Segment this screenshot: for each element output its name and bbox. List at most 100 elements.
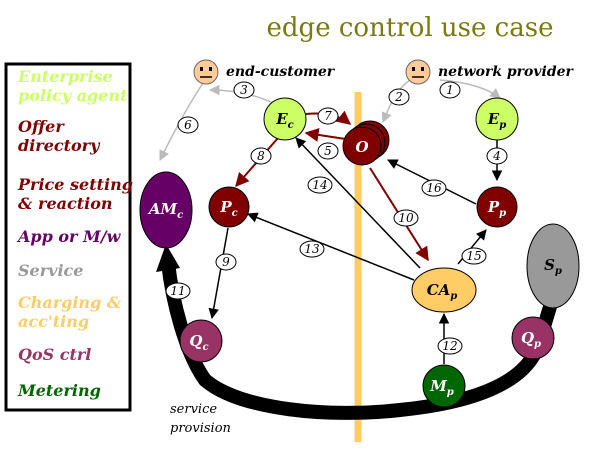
flow-arrow-14 — [295, 137, 421, 269]
node-pp: Pp — [476, 186, 518, 228]
step-badge-label: 15 — [466, 249, 481, 263]
step-badge-label: 11 — [170, 284, 185, 298]
node-ec-sub: c — [288, 120, 294, 131]
step-badge-label: 5 — [324, 144, 332, 158]
svg-text:Sp: Sp — [544, 256, 562, 277]
svg-text:AMc: AMc — [147, 200, 183, 221]
end-customer-label: end-customer — [226, 64, 336, 80]
step-badge-12: 12 — [437, 337, 463, 355]
node-sp-sub: p — [555, 266, 562, 277]
step-badge-label: 4 — [492, 149, 501, 163]
network-provider-face-icon — [405, 59, 431, 85]
node-amc-label: AM — [147, 200, 178, 218]
step-badge-6: 6 — [177, 116, 199, 134]
step-badge-label: 12 — [442, 339, 457, 353]
legend-item-line2: acc'ting — [18, 312, 89, 331]
legend-item-line2: directory — [18, 136, 101, 155]
step-badge-9: 9 — [215, 253, 237, 271]
legend-item-line1: Price setting — [17, 175, 133, 194]
node-qp-label: Q — [521, 329, 534, 347]
node-amc: AMc — [139, 171, 193, 249]
node-mp-label: M — [429, 377, 447, 395]
node-mp: Mp — [422, 364, 466, 408]
step-badge-label: 3 — [240, 83, 248, 97]
legend-item-line1: Charging & — [18, 293, 122, 312]
legend-item-line1: Metering — [17, 381, 101, 400]
flow-arrow-9 — [208, 227, 229, 320]
step-badge-label: 10 — [398, 211, 414, 225]
svg-text:Qp: Qp — [521, 329, 541, 350]
node-o: O — [342, 120, 390, 166]
svg-text:Ec: Ec — [275, 110, 294, 131]
svg-text:Qc: Qc — [189, 332, 208, 353]
node-sp-label: S — [544, 256, 555, 274]
svg-text:CAp: CAp — [427, 281, 458, 302]
step-badge-label: 7 — [324, 109, 332, 123]
step-badge-13: 13 — [299, 240, 325, 258]
step-badge-10: 10 — [393, 209, 419, 227]
step-badge-4: 4 — [486, 147, 508, 165]
node-ep-sub: p — [499, 120, 506, 131]
node-cap: CAp — [411, 267, 477, 313]
node-qc: Qc — [179, 319, 223, 363]
step-badge-label: 1 — [446, 83, 454, 97]
service-provision-arrowhead — [156, 244, 180, 272]
node-ep: Ep — [475, 97, 519, 141]
legend-item-line1: Service — [18, 261, 83, 280]
step-badge-label: 9 — [222, 255, 230, 269]
node-sp: Sp — [526, 223, 580, 309]
step-badge-1: 1 — [439, 81, 461, 99]
service-provision-label-line2: provision — [170, 421, 231, 436]
svg-text:Pc: Pc — [219, 198, 237, 219]
step-badge-8: 8 — [250, 147, 272, 165]
end-customer-face-icon — [193, 59, 219, 85]
svg-text:Mp: Mp — [429, 377, 454, 398]
node-cap-label: CA — [427, 281, 451, 299]
service-provision-label-line1: service — [170, 402, 217, 417]
node-amc-sub: c — [177, 210, 183, 221]
node-qp: Qp — [511, 316, 555, 360]
step-badge-11: 11 — [165, 282, 191, 300]
node-pc-sub: c — [232, 208, 238, 219]
node-pp-sub: p — [499, 208, 506, 219]
flow-arrow-1 — [439, 79, 501, 99]
node-qc-label: Q — [189, 332, 202, 350]
node-ep-label: E — [487, 110, 500, 128]
legend-item-line1: Enterprise — [17, 67, 113, 86]
svg-text:Pp: Pp — [487, 198, 506, 219]
legend-item-line1: Offer — [18, 117, 65, 136]
node-ec-label: E — [275, 110, 288, 128]
step-badge-label: 14 — [312, 178, 327, 192]
node-pp-label: P — [487, 198, 500, 216]
network-provider-label: network provider — [438, 64, 575, 80]
step-badge-5: 5 — [317, 142, 339, 160]
step-badge-15: 15 — [461, 247, 487, 265]
node-qp-sub: p — [534, 339, 541, 350]
node-pc-label: P — [219, 198, 232, 216]
step-badge-label: 16 — [426, 181, 442, 195]
step-badge-16: 16 — [421, 179, 447, 197]
step-badge-2: 2 — [388, 88, 410, 106]
node-cap-sub: p — [450, 291, 457, 302]
step-badge-label: 6 — [184, 118, 192, 132]
node-ec: Ec — [263, 97, 307, 141]
legend-item-line1: App or M/w — [16, 227, 122, 246]
legend-item-line2: & reaction — [18, 194, 113, 213]
svg-text:Ep: Ep — [487, 110, 506, 131]
flow-arrow-13 — [247, 212, 415, 281]
step-badge-label: 2 — [394, 90, 403, 104]
step-badge-label: 8 — [257, 149, 265, 163]
step-badge-14: 14 — [307, 176, 333, 194]
node-o-label: O — [355, 138, 368, 156]
diagram-title: edge control use case — [267, 13, 554, 43]
step-badge-3: 3 — [233, 81, 255, 99]
legend-item-line2: policy agent — [18, 86, 128, 105]
step-badge-label: 13 — [304, 242, 320, 256]
legend-box — [4, 62, 132, 412]
step-badge-7: 7 — [317, 107, 339, 125]
node-qc-sub: c — [202, 342, 208, 353]
node-mp-sub: p — [447, 387, 454, 398]
